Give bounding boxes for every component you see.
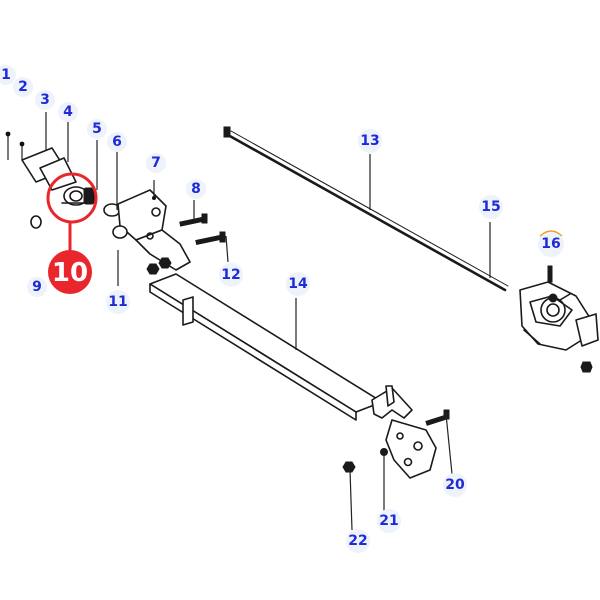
callout-14: 14 xyxy=(286,272,310,296)
callout-8: 8 xyxy=(186,179,206,199)
svg-text:1: 1 xyxy=(1,67,11,83)
svg-text:3: 3 xyxy=(40,92,50,108)
svg-text:21: 21 xyxy=(379,513,398,529)
svg-text:7: 7 xyxy=(151,155,161,171)
o-ring-9 xyxy=(30,215,42,229)
callout-1: 1 xyxy=(0,65,16,85)
highlight-label: 10 xyxy=(52,258,88,288)
svg-text:5: 5 xyxy=(92,121,102,137)
callout-16: 16 xyxy=(538,230,564,257)
svg-text:4: 4 xyxy=(63,104,73,120)
svg-text:8: 8 xyxy=(191,181,201,197)
leaders xyxy=(45,112,491,350)
nut-21 xyxy=(380,448,388,512)
svg-text:6: 6 xyxy=(112,134,122,150)
nut-11 xyxy=(117,250,172,286)
highlight-part-10: 10 xyxy=(46,172,98,294)
callout-2: 2 xyxy=(13,77,33,97)
callout-11: 11 xyxy=(106,290,130,314)
callout-20: 20 xyxy=(443,473,467,497)
svg-text:11: 11 xyxy=(108,294,127,310)
callout-4: 4 xyxy=(58,102,78,122)
mounting-plate xyxy=(5,131,77,191)
callout-12: 12 xyxy=(219,263,243,287)
svg-text:15: 15 xyxy=(481,199,500,215)
callout-21: 21 xyxy=(377,509,401,533)
svg-text:9: 9 xyxy=(32,279,42,295)
svg-text:12: 12 xyxy=(221,267,240,283)
svg-text:22: 22 xyxy=(348,533,367,549)
callout-5: 5 xyxy=(87,119,107,139)
nut-22 xyxy=(342,461,356,531)
svg-text:14: 14 xyxy=(288,276,308,292)
gear-motor xyxy=(519,265,599,373)
callout-3: 3 xyxy=(35,90,55,110)
callout-9: 9 xyxy=(27,277,47,297)
callout-7: 7 xyxy=(146,153,166,173)
bolt-8 xyxy=(179,213,208,227)
bolt-20 xyxy=(425,409,453,475)
callout-22: 22 xyxy=(346,529,370,553)
gear-housing xyxy=(103,152,191,271)
shaft-10 xyxy=(61,186,95,206)
callout-15: 15 xyxy=(479,195,503,219)
arm-bar xyxy=(149,273,437,479)
callout-13: 13 xyxy=(358,129,382,153)
callout-6: 6 xyxy=(107,132,127,152)
svg-text:16: 16 xyxy=(541,236,560,252)
svg-text:13: 13 xyxy=(360,133,379,149)
svg-text:2: 2 xyxy=(18,79,28,95)
bolt-12 xyxy=(195,231,229,263)
svg-text:20: 20 xyxy=(445,477,465,493)
